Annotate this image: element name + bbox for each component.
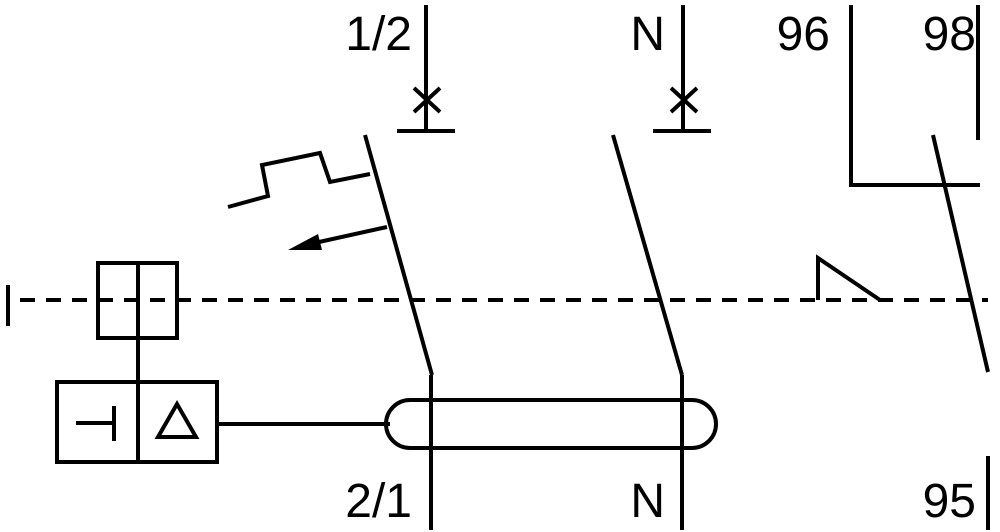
- thermal-trip-icon: [227, 150, 371, 209]
- auxiliary-contact: [849, 5, 990, 530]
- residual-current-icon: [154, 399, 200, 439]
- terminal-label-2-1: 2/1: [345, 475, 412, 528]
- line-pole-cross-b: [412, 86, 442, 114]
- magnetic-trip-arrowhead: [288, 234, 322, 250]
- toroidal-transformer-icon: [384, 398, 718, 450]
- magnetic-trip-icon: [288, 225, 388, 250]
- line-pole: [363, 5, 455, 530]
- aux-moving-contact: [931, 134, 990, 373]
- neutral-pole-moving-contact: [611, 134, 684, 376]
- test-and-detection-unit: [55, 380, 390, 464]
- terminal-label-n-top: N: [630, 8, 665, 61]
- neutral-pole: [611, 5, 711, 530]
- release-coil: [96, 261, 179, 382]
- terminal-label-95: 95: [923, 475, 976, 528]
- pawl-latch-icon: [816, 254, 882, 302]
- line-pole-moving-contact: [363, 134, 434, 376]
- neutral-pole-cross-b: [669, 86, 699, 114]
- terminal-label-n-bottom: N: [630, 475, 665, 528]
- terminal-label-96: 96: [777, 8, 830, 61]
- terminal-label-98: 98: [923, 8, 976, 61]
- test-button-icon: [76, 406, 116, 441]
- terminal-label-1-2: 1/2: [345, 8, 412, 61]
- magnetic-trip-shaft: [309, 225, 388, 246]
